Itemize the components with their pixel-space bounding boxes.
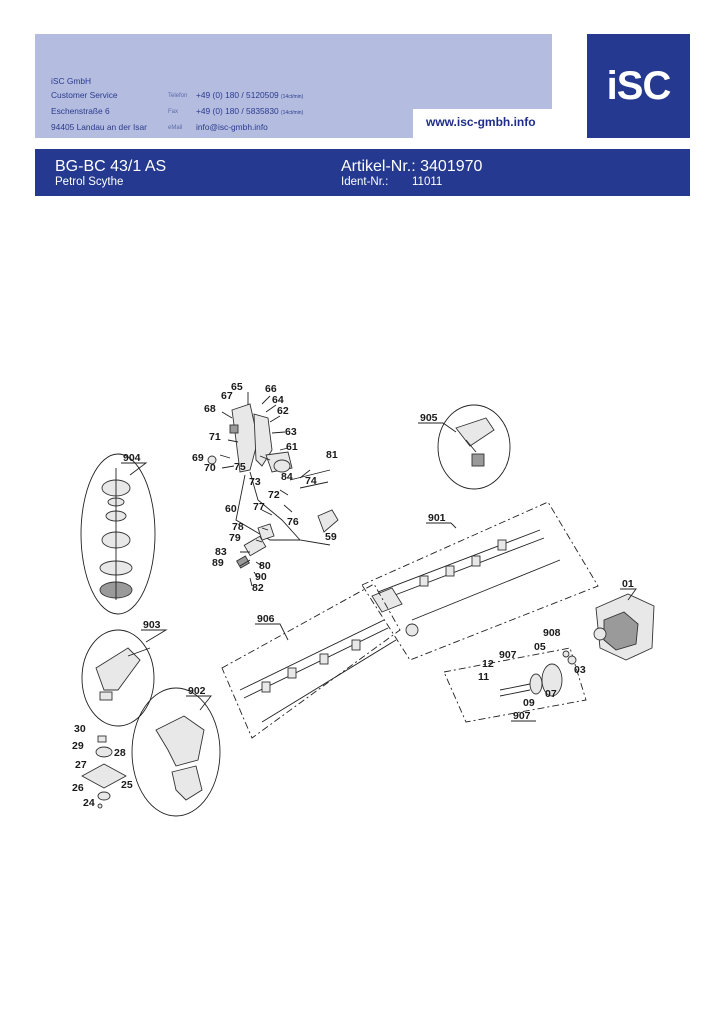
label-25: 25 xyxy=(121,779,133,791)
label-09: 09 xyxy=(523,697,535,709)
website-strip: www.isc-gmbh.info xyxy=(413,109,552,138)
label-72: 72 xyxy=(268,489,280,501)
label-11: 11 xyxy=(478,671,489,683)
label-59: 59 xyxy=(325,531,337,543)
group-902-guard xyxy=(131,687,221,817)
label-76: 76 xyxy=(287,516,299,528)
label-78: 78 xyxy=(232,521,244,533)
label-65: 65 xyxy=(231,381,243,393)
fax-rate: (14ct/min) xyxy=(280,110,304,116)
label-907-b: 907 xyxy=(513,710,531,722)
label-27: 27 xyxy=(75,759,87,771)
label-80: 80 xyxy=(259,560,271,572)
phone-number[interactable]: +49 (0) 180 / 5120509 (14ct/min) xyxy=(196,88,303,104)
label-26: 26 xyxy=(72,782,84,794)
group-906-shaft xyxy=(221,583,401,739)
label-74: 74 xyxy=(305,475,317,487)
label-29: 29 xyxy=(72,740,84,752)
fax-label: Fax xyxy=(168,109,179,115)
label-904: 904 xyxy=(123,452,141,464)
article-label: Artikel-Nr.: xyxy=(341,158,416,175)
email-label: eMail xyxy=(168,125,183,131)
label-907-a: 907 xyxy=(499,649,517,661)
label-901: 901 xyxy=(428,512,446,524)
label-61: 61 xyxy=(286,441,298,453)
group-904-line-head xyxy=(80,453,156,615)
label-12: 12 xyxy=(482,658,494,670)
label-60: 60 xyxy=(225,503,237,515)
label-30: 30 xyxy=(74,723,86,735)
label-75: 75 xyxy=(234,461,246,473)
label-69: 69 xyxy=(192,452,204,464)
handle-assembly xyxy=(207,392,339,587)
label-68: 68 xyxy=(204,403,216,415)
product-model: BG-BC 43/1 AS xyxy=(55,158,167,175)
city: 94405 Landau an der Isar xyxy=(51,122,147,132)
contact-row-phone: Customer Service Telefon +49 (0) 180 / 5… xyxy=(51,88,303,104)
department: Customer Service xyxy=(51,90,118,100)
label-902: 902 xyxy=(188,685,206,697)
group-901-shaft xyxy=(361,501,599,661)
label-84: 84 xyxy=(281,471,293,483)
label-28: 28 xyxy=(114,747,126,759)
product-description: Petrol Scythe xyxy=(55,176,124,188)
phone-rate: (14ct/min) xyxy=(280,94,304,100)
blade-assembly xyxy=(81,735,127,809)
fax-number: +49 (0) 180 / 5835830 (14ct/min) xyxy=(196,104,303,120)
label-81: 81 xyxy=(326,449,338,461)
engine-01 xyxy=(593,593,655,661)
contact-row-email: 94405 Landau an der Isar eMail info@isc-… xyxy=(51,120,303,135)
label-03: 03 xyxy=(574,664,586,676)
group-903-gear-head xyxy=(81,629,155,727)
label-79: 79 xyxy=(229,532,241,544)
website-link[interactable]: www.isc-gmbh.info xyxy=(426,115,536,129)
street: Eschenstraße 6 xyxy=(51,106,110,116)
phone-value: +49 (0) 180 / 5120509 xyxy=(196,90,279,100)
label-63: 63 xyxy=(285,426,297,438)
label-903: 903 xyxy=(143,619,161,631)
label-908: 908 xyxy=(543,627,561,639)
company-name: iSC GmbH xyxy=(51,76,92,86)
label-70: 70 xyxy=(204,462,216,474)
label-24: 24 xyxy=(83,797,95,809)
logo-text: iSC xyxy=(606,63,672,108)
email-link[interactable]: info@isc-gmbh.info xyxy=(196,122,268,132)
label-73: 73 xyxy=(249,476,261,488)
label-05: 05 xyxy=(534,641,546,653)
contact-info: iSC GmbH Customer Service Telefon +49 (0… xyxy=(51,74,303,135)
label-67: 67 xyxy=(221,390,233,402)
contact-header: iSC GmbH Customer Service Telefon +49 (0… xyxy=(35,34,552,138)
ident-label: Ident-Nr.: xyxy=(341,176,389,188)
label-64: 64 xyxy=(272,394,284,406)
label-905: 905 xyxy=(420,412,438,424)
article-value: 3401970 xyxy=(420,158,483,175)
label-90: 90 xyxy=(255,571,267,583)
contact-row-fax: Eschenstraße 6 Fax +49 (0) 180 / 5835830… xyxy=(51,104,303,120)
label-62: 62 xyxy=(277,405,289,417)
label-66: 66 xyxy=(265,383,277,395)
label-01: 01 xyxy=(622,578,634,590)
product-title-bar: BG-BC 43/1 AS Petrol Scythe Artikel-Nr.:… xyxy=(35,149,690,196)
label-82: 82 xyxy=(252,582,264,594)
label-77: 77 xyxy=(253,501,265,513)
phone-label: Telefon xyxy=(168,93,188,99)
article-number: Artikel-Nr.: 3401970 xyxy=(341,158,482,176)
fax-value: +49 (0) 180 / 5835830 xyxy=(196,106,279,116)
group-907-clutch xyxy=(443,647,587,723)
group-905 xyxy=(437,404,511,490)
label-906: 906 xyxy=(257,613,275,625)
label-71: 71 xyxy=(209,431,221,443)
isc-logo: iSC xyxy=(587,34,690,138)
label-07: 07 xyxy=(545,688,557,700)
label-89: 89 xyxy=(212,557,224,569)
ident-value: 11011 xyxy=(412,176,443,188)
label-83: 83 xyxy=(215,546,227,558)
contact-row-company: iSC GmbH xyxy=(51,74,303,88)
